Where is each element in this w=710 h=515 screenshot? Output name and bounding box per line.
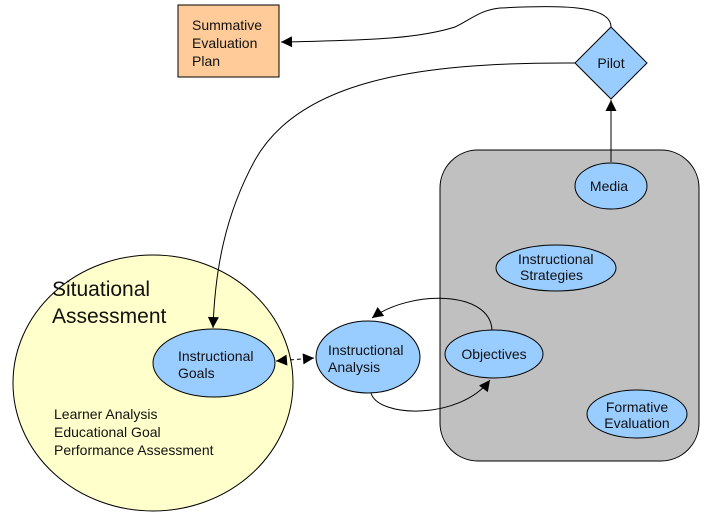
edge-analysis-to-objectives	[370, 379, 491, 412]
edge-goals-analysis-bidirectional	[275, 353, 315, 366]
formative-evaluation-line-1: Formative	[606, 399, 668, 415]
situational-item-learner-analysis: Learner Analysis	[54, 406, 158, 422]
situational-assessment-node: Situational Assessment Learner Analysis …	[12, 254, 294, 512]
objectives-label: Objectives	[461, 346, 526, 362]
media-label: Media	[590, 178, 628, 194]
edge-pilot-to-summative	[280, 6, 612, 48]
situational-title-line-2: Assessment	[52, 305, 167, 328]
situational-item-educational-goal: Educational Goal	[54, 424, 161, 440]
instructional-goals-line-2: Goals	[178, 365, 215, 381]
summative-line-2: Evaluation	[192, 35, 257, 51]
instructional-goals-line-1: Instructional	[178, 348, 253, 364]
formative-evaluation-line-2: Evaluation	[604, 415, 669, 431]
instructional-goals-node: Instructional Goals	[152, 328, 276, 398]
design-group-container	[439, 149, 700, 462]
instructional-analysis-node: Instructional Analysis	[315, 320, 421, 394]
edge-objectives-to-analysis	[371, 297, 493, 331]
instructional-analysis-line-1: Instructional	[328, 342, 403, 358]
instructional-strategies-line-1: Instructional	[518, 251, 593, 267]
formative-evaluation-node: Formative Evaluation	[586, 389, 688, 439]
objectives-node: Objectives	[444, 329, 544, 379]
summative-evaluation-plan-node: Summative Evaluation Plan	[177, 4, 280, 78]
situational-item-performance-assessment: Performance Assessment	[54, 442, 214, 458]
summative-line-3: Plan	[192, 53, 220, 69]
media-node: Media	[574, 162, 648, 210]
summative-line-1: Summative	[192, 17, 262, 33]
edge-pilot-to-instructional-goals	[207, 62, 576, 329]
instructional-strategies-line-2: Strategies	[520, 267, 583, 283]
instructional-strategies-node: Instructional Strategies	[495, 244, 617, 292]
pilot-node: Pilot	[574, 26, 648, 100]
pilot-label: Pilot	[597, 55, 624, 71]
instructional-analysis-line-2: Analysis	[328, 359, 380, 375]
situational-title-line-1: Situational	[52, 278, 150, 301]
